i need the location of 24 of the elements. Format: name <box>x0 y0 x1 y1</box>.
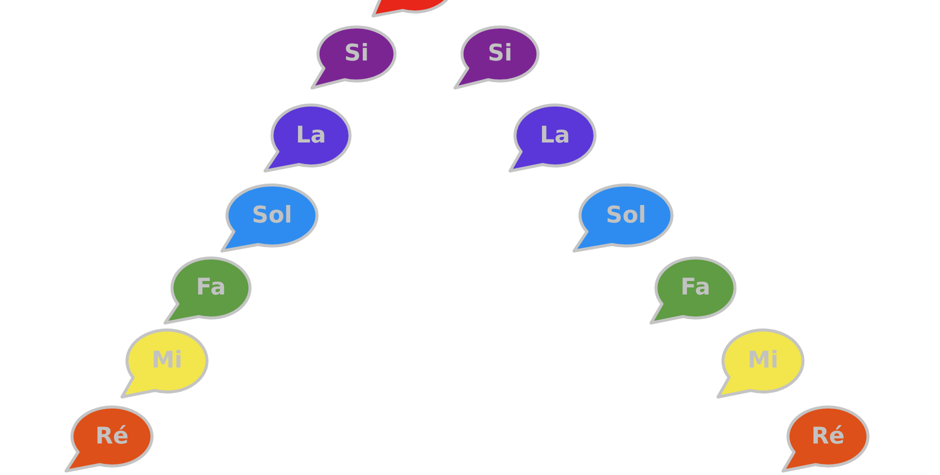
note-label: Sol <box>606 204 646 227</box>
note-label: Sol <box>252 204 292 227</box>
speech-bubble <box>452 24 541 91</box>
note-label: Fa <box>680 276 710 300</box>
speech-bubble <box>780 404 871 474</box>
note-label: Si <box>488 42 512 66</box>
speech-bubble <box>119 327 210 400</box>
note-label: Si <box>344 42 369 66</box>
speech-bubble <box>219 182 320 254</box>
note-label: Ré <box>95 425 129 448</box>
speech-bubble <box>715 327 806 400</box>
speech-bubble <box>309 24 398 91</box>
note-label: Ré <box>811 425 845 448</box>
speech-bubble <box>262 102 353 174</box>
speech-bubble <box>648 255 738 326</box>
note-label: Mi <box>152 350 182 372</box>
speech-bubble <box>571 182 675 254</box>
note-label: Fa <box>196 276 226 300</box>
note-label: Mi <box>748 350 778 372</box>
speech-bubble <box>507 102 598 174</box>
note-label: La <box>296 124 326 147</box>
note-label: La <box>540 124 570 147</box>
speech-bubble <box>63 404 155 474</box>
speech-bubble <box>162 255 253 326</box>
